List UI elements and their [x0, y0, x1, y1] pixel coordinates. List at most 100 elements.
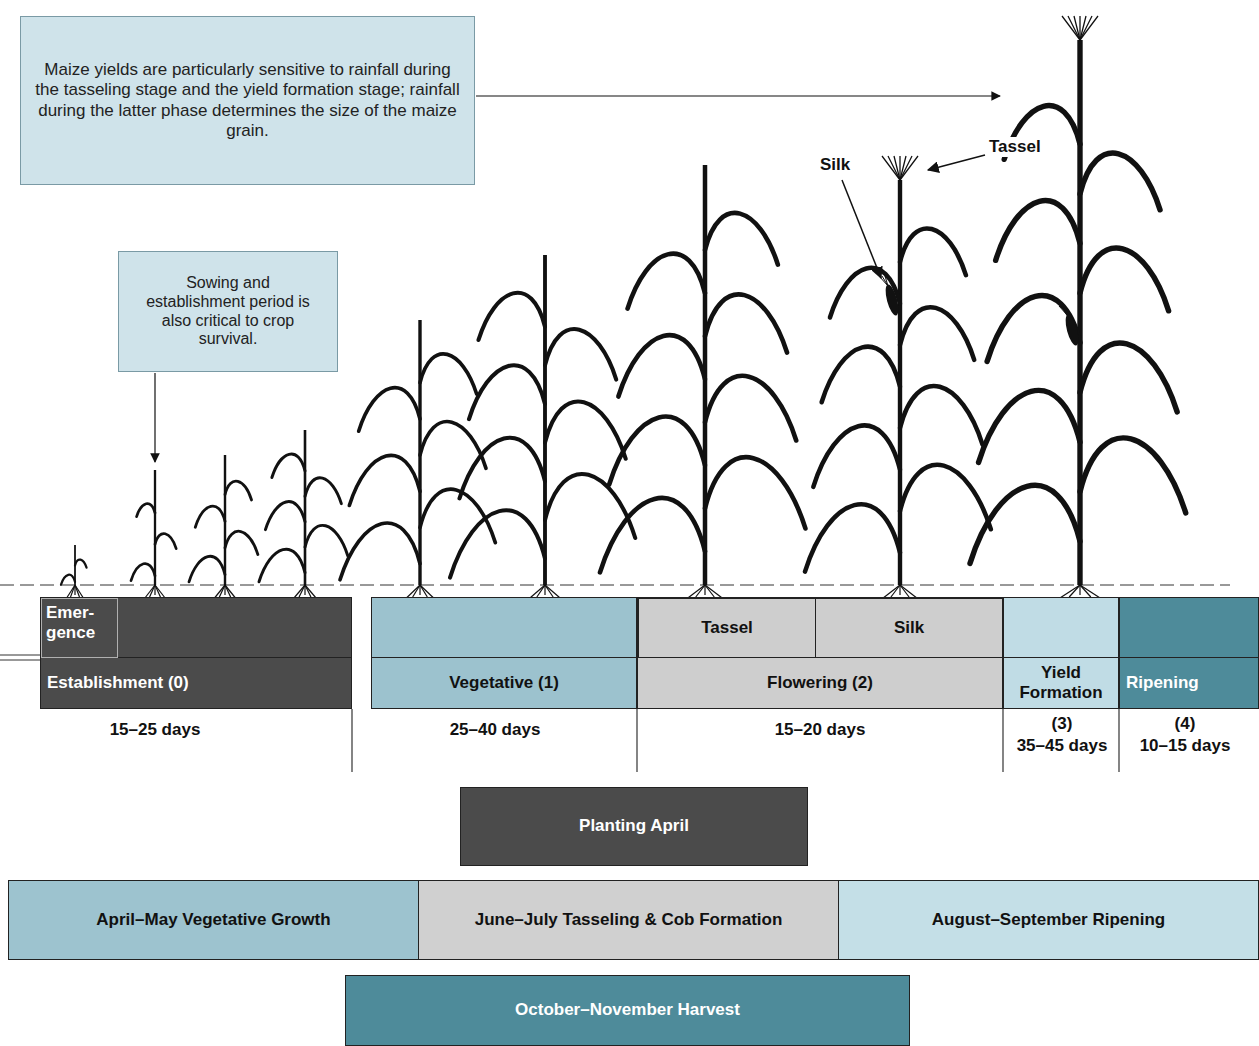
leaf: [900, 386, 983, 445]
stage-column: Yield Formation: [1003, 597, 1119, 709]
leaf: [1080, 248, 1169, 311]
root: [150, 585, 155, 597]
root: [696, 585, 705, 597]
node-text: August–September Ripening: [847, 910, 1250, 930]
duration-label: 15–25 days: [108, 720, 203, 740]
substage-cell: Tassel: [638, 598, 816, 658]
leaf: [189, 556, 225, 582]
leaf: [805, 504, 900, 571]
node-text: June–July Tasseling & Cob Formation: [427, 910, 830, 930]
tassel: [888, 156, 900, 180]
leaf: [987, 295, 1080, 361]
node-text: Tassel: [643, 618, 811, 638]
leader-arrow: [154, 373, 155, 462]
leader-arrow: [842, 180, 881, 278]
leaf: [830, 268, 900, 318]
maize-plant: [131, 470, 176, 599]
season-band: June–July Tasseling & Cob Formation: [418, 880, 839, 960]
leaf: [705, 294, 787, 352]
leaf: [155, 534, 176, 549]
ground-line: [0, 585, 1230, 586]
node-text: Sowing and establishment period is also …: [135, 274, 321, 350]
tassel: [1068, 16, 1080, 40]
stage-divider: [1118, 709, 1119, 772]
node-text: Ripening: [1126, 673, 1254, 693]
node-text: Silk: [820, 618, 998, 638]
node-text: Yield Formation: [1007, 663, 1115, 703]
ear: [1063, 313, 1081, 346]
leaf: [1080, 343, 1177, 412]
maize-plant: [189, 455, 258, 599]
leaf: [900, 307, 974, 360]
leaf: [618, 335, 705, 396]
tassel: [894, 156, 900, 180]
maize-plant: [805, 156, 991, 599]
leaf: [900, 228, 966, 275]
tassel: [1074, 16, 1080, 40]
leaf: [705, 457, 805, 528]
row-divider: [372, 657, 636, 658]
substage-cell: Silk: [815, 598, 1003, 658]
stage-divider: [636, 709, 637, 772]
leaf: [469, 365, 545, 419]
leaf: [628, 254, 705, 309]
season-band: April–May Vegetative Growth: [8, 880, 419, 960]
leaf: [705, 376, 796, 441]
node-text: Maize yields are particularly sensitive …: [33, 60, 462, 140]
stage-column: Tassel SilkFlowering (2): [637, 597, 1003, 709]
node-text: Planting April: [469, 816, 799, 836]
root: [1079, 585, 1080, 595]
leaf: [305, 478, 341, 504]
leaf: [900, 465, 991, 529]
leader-arrow: [476, 95, 1000, 96]
row-divider: [1120, 657, 1258, 658]
leader-arrow: [928, 155, 985, 170]
leaf: [822, 347, 900, 403]
tassel: [1080, 16, 1092, 40]
leaf: [979, 390, 1080, 462]
tassel: [900, 156, 912, 180]
node-text: April–May Vegetative Growth: [17, 910, 410, 930]
root: [537, 585, 545, 597]
node-text: Flowering (2): [642, 673, 998, 693]
duration-label: 25–40 days: [448, 720, 543, 740]
leaf: [225, 481, 252, 500]
root: [299, 585, 305, 597]
root: [71, 585, 76, 597]
stage-divider: [1002, 709, 1003, 772]
tassel: [882, 156, 900, 180]
leaf: [450, 510, 545, 577]
stem: [304, 430, 307, 585]
callout-box: Maize yields are particularly sensitive …: [20, 16, 475, 185]
maize-plant: [61, 545, 87, 599]
duration-label: (4): [1173, 714, 1198, 734]
leaf: [1080, 153, 1160, 210]
ear: [883, 283, 901, 316]
leaf: [545, 329, 616, 380]
node-text: October–November Harvest: [354, 1000, 901, 1020]
leaf: [460, 438, 546, 499]
stage-divider: [351, 709, 352, 772]
node-text: Vegetative (1): [376, 673, 632, 693]
harvest-box: October–November Harvest: [345, 975, 910, 1046]
planting-box: Planting April: [460, 787, 808, 866]
duration-label: (3): [1050, 714, 1075, 734]
leaf: [420, 489, 495, 542]
leaf: [259, 549, 305, 582]
leaf: [600, 498, 705, 572]
maize-plant: [970, 16, 1186, 599]
double-line: [0, 655, 40, 656]
maize-plant: [259, 430, 348, 599]
duration-label: 15–20 days: [773, 720, 868, 740]
stem: [154, 470, 156, 585]
leaf: [359, 388, 420, 432]
maize-plant: [600, 165, 805, 599]
season-band: August–September Ripening: [838, 880, 1259, 960]
node-text: Establishment (0): [47, 673, 345, 693]
leaf: [349, 455, 420, 505]
leaf: [137, 504, 155, 517]
stage-column: Vegetative (1): [371, 597, 637, 709]
leaf: [305, 525, 348, 555]
root: [413, 585, 420, 597]
